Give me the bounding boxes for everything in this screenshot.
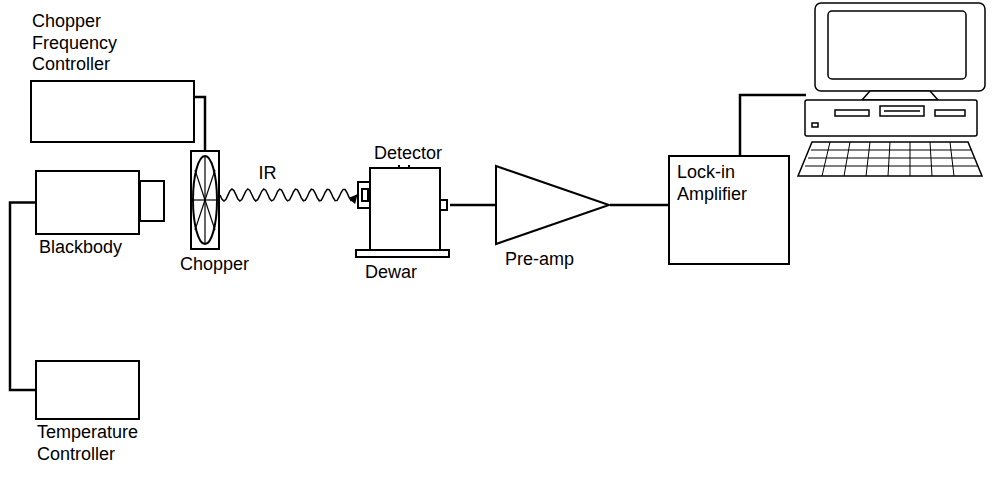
detector-window bbox=[358, 182, 370, 208]
dewar-body bbox=[370, 168, 440, 250]
amplifier-triangle: Pre-amp bbox=[495, 165, 610, 245]
wire bbox=[610, 204, 668, 207]
box-label: Lock-in Amplifier bbox=[670, 157, 788, 210]
component-label: Pre-amp bbox=[505, 249, 615, 271]
wire bbox=[10, 203, 35, 391]
dewar-cryostat: Dewar bbox=[355, 160, 450, 258]
wire bbox=[450, 204, 495, 207]
edge-label: IR bbox=[257, 163, 279, 185]
chopper-frame bbox=[191, 151, 219, 249]
part-label: Detector bbox=[372, 143, 444, 165]
instrument-box: Lock-in Amplifier bbox=[668, 155, 790, 265]
blackbody-aperture bbox=[140, 181, 164, 221]
controller-box: Chopper Frequency Controller bbox=[30, 80, 195, 143]
dewar-outline bbox=[355, 160, 450, 258]
component-label: Chopper bbox=[180, 254, 280, 276]
wire bbox=[195, 97, 205, 150]
blackbody-box: Blackbody bbox=[35, 170, 140, 235]
detector-element bbox=[362, 189, 368, 201]
data-cable bbox=[740, 95, 806, 155]
chopper-wheel: Chopper bbox=[190, 150, 220, 250]
amplifier-outline bbox=[496, 166, 609, 244]
tri-outline bbox=[495, 165, 610, 245]
ir-beam bbox=[220, 189, 357, 201]
component-label: Dewar bbox=[365, 262, 455, 284]
dewar-base bbox=[356, 250, 449, 257]
component-label: Blackbody bbox=[39, 237, 169, 259]
component-label: Temperature Controller bbox=[37, 422, 162, 465]
computer-illustration bbox=[798, 3, 985, 176]
chopper-spoke bbox=[193, 199, 217, 200]
chopper-outline bbox=[190, 150, 220, 250]
component-label: Chopper Frequency Controller bbox=[32, 11, 162, 76]
dewar-connector bbox=[440, 200, 447, 210]
controller-box: Temperature Controller bbox=[35, 360, 140, 420]
chopper-blade bbox=[193, 156, 217, 244]
